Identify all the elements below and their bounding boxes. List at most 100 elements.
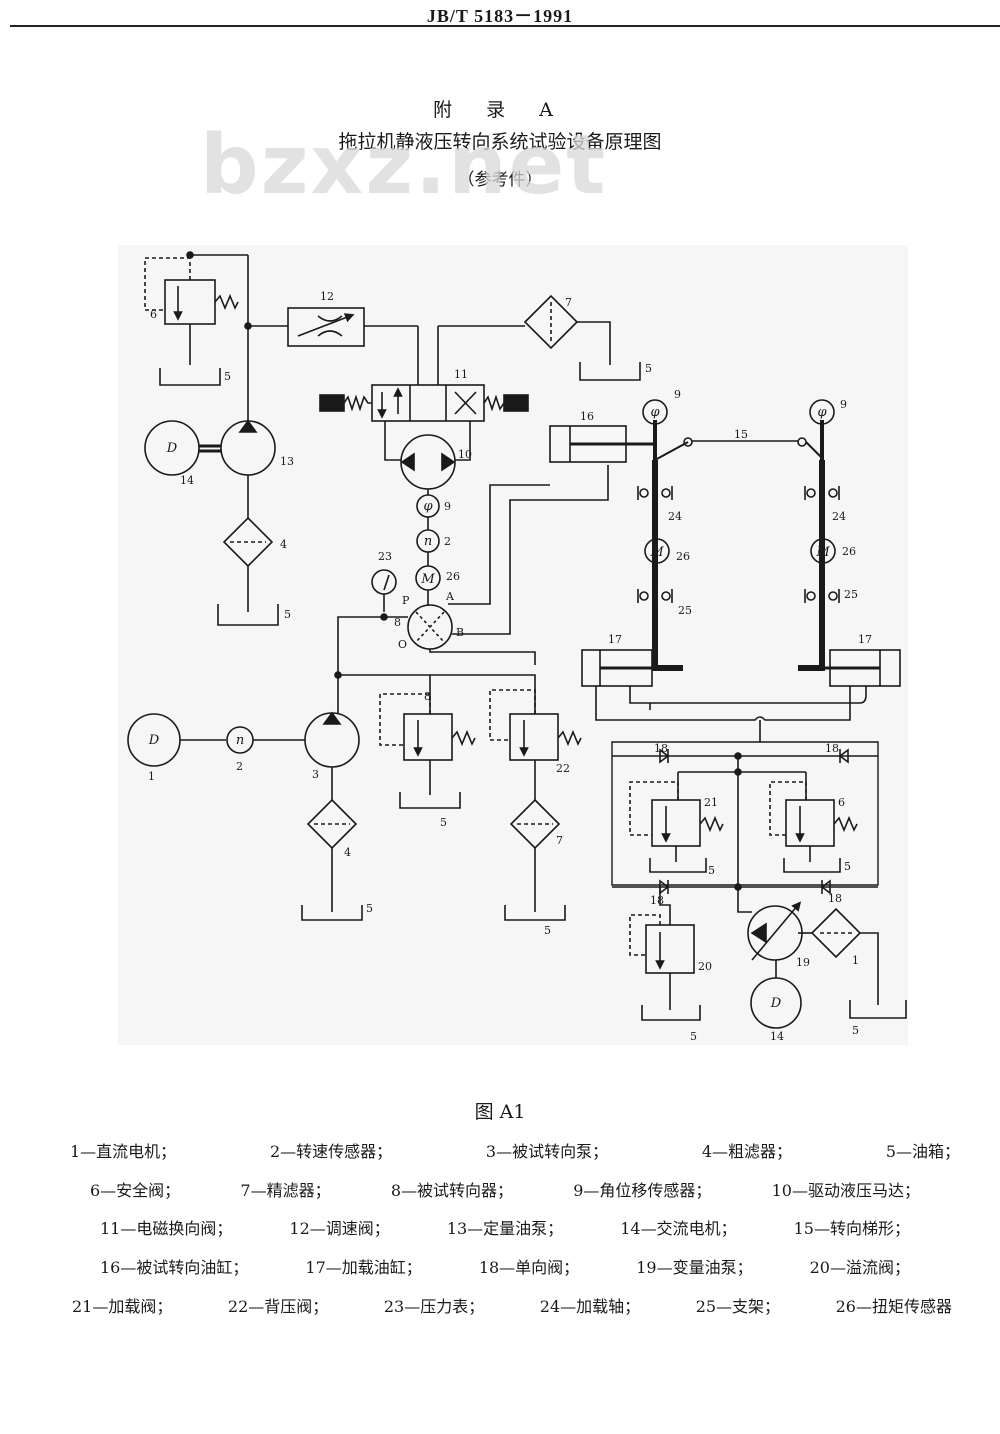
page-header: JB/T 5183－1991 (0, 0, 1000, 30)
label-17a: 17 (608, 633, 622, 646)
label-4a: 4 (280, 538, 287, 551)
label-5g: 5 (852, 1024, 859, 1037)
label-9c: 9 (840, 398, 847, 411)
standard-code: JB/T 5183－1991 (426, 6, 574, 26)
label-motor-D-b: D (148, 733, 160, 748)
label-1a: 1 (148, 770, 155, 783)
label-18d: 18 (828, 892, 842, 905)
label-2b: 2 (236, 760, 243, 773)
legend-item: 11—电磁换向阀； (100, 1219, 233, 1238)
legend-item: 1—直流电机； (70, 1142, 177, 1161)
label-5j: 5 (366, 902, 373, 915)
label-21: 21 (704, 796, 718, 809)
torque-sensor-26-c (810, 538, 836, 564)
label-25b: 25 (844, 588, 858, 601)
label-22: 22 (556, 762, 570, 775)
label-O: O (398, 638, 407, 651)
legend-item: 4—粗滤器； (701, 1142, 793, 1161)
label-5f: 5 (690, 1030, 697, 1043)
label-B: B (456, 626, 464, 639)
legend-item: 9—角位移传感器； (573, 1181, 712, 1200)
legend-row-5: 21—加载阀； 22—背压阀； 23—压力表； 24—加载轴； 25—支架； 2… (72, 1293, 952, 1317)
label-6a: 6 (150, 308, 157, 321)
tank-5-b (217, 604, 279, 626)
label-24a: 24 (668, 510, 682, 523)
label-19: 19 (796, 956, 810, 969)
legend-item: 5—油箱； (885, 1142, 960, 1161)
tank-5-h (399, 792, 461, 809)
tank-5-g (849, 1000, 907, 1019)
legend-item: 25—支架； (695, 1297, 781, 1316)
label-n-b: n (236, 733, 244, 748)
label-4b: 4 (344, 846, 351, 859)
label-8a: 8 (394, 616, 401, 629)
label-11a: 11 (454, 368, 468, 381)
label-14a: 14 (180, 474, 194, 487)
label-26a: 26 (446, 570, 460, 583)
label-motor-D-c: D (770, 996, 782, 1011)
label-2a: 2 (444, 535, 451, 548)
tank-5-c (579, 362, 641, 381)
legend-item: 8—被试转向器； (390, 1181, 513, 1200)
label-20: 20 (698, 960, 712, 973)
legend-item: 18—单向阀； (478, 1258, 580, 1277)
label-5c: 5 (284, 608, 291, 621)
label-25a: 25 (678, 604, 692, 617)
legend-item: 20—溢流阀； (809, 1258, 910, 1277)
label-phi-a: φ (423, 499, 433, 514)
label-17b: 17 (858, 633, 872, 646)
legend-item: 22—背压阀； (227, 1297, 329, 1316)
legend-item: 24—加载轴； (539, 1297, 641, 1316)
label-24b: 24 (832, 510, 846, 523)
angle-sensor-9-b (642, 399, 668, 425)
label-7b: 7 (556, 834, 563, 847)
load-valve-21 (629, 781, 724, 847)
legend-item: 3—被试转向泵； (485, 1142, 609, 1161)
label-5b: 5 (645, 362, 652, 375)
label-9a: 9 (444, 500, 451, 513)
tank-5-i (504, 905, 566, 921)
label-18a: 18 (654, 742, 668, 755)
legend-row-1: 1—直流电机； 2—转速传感器； 3—被试转向泵； 4—粗滤器； 5—油箱； (70, 1138, 960, 1162)
header-rule (10, 25, 1000, 27)
speed-control-valve-12 (287, 307, 365, 347)
safety-valve-6-mid (379, 693, 476, 761)
legend-item: 19—变量油泵； (636, 1258, 753, 1277)
tank-5-a (159, 368, 221, 386)
label-1b: 1 (852, 954, 859, 967)
legend-item: 23—压力表； (383, 1297, 485, 1316)
legend-item: 7—精滤器； (240, 1181, 331, 1200)
ac-motor-14-b (750, 977, 802, 1029)
label-n-a: n (424, 534, 432, 549)
tank-5-d (649, 858, 707, 873)
ac-motor-14 (144, 420, 221, 476)
label-M-a: M (420, 572, 435, 587)
support-25-a (637, 589, 673, 603)
legend-item: 21—加载阀； (72, 1297, 173, 1316)
watermark: bzxz.net (200, 118, 608, 213)
label-A: A (445, 590, 455, 603)
label-P: P (402, 594, 410, 607)
label-phi-c: φ (817, 405, 827, 420)
legend-item: 6—安全阀； (90, 1181, 181, 1200)
legend-item: 14—交流电机； (620, 1219, 737, 1238)
label-18b: 18 (825, 742, 839, 755)
solenoid-valve-11 (319, 384, 529, 422)
label-5e: 5 (844, 860, 851, 873)
label-M-b: M (649, 545, 664, 560)
load-cylinder-17-left (581, 649, 683, 687)
load-shaft-24-b (804, 486, 840, 500)
figure-caption: 图 A1 (474, 1101, 526, 1123)
label-12: 12 (320, 290, 334, 303)
label-26b: 26 (676, 550, 690, 563)
label-18c: 18 (650, 894, 664, 907)
legend-item: 16—被试转向油缸； (100, 1258, 249, 1277)
label-10: 10 (458, 448, 472, 461)
tank-5-e (783, 858, 841, 873)
legend-row-4: 16—被试转向油缸； 17—加载油缸； 18—单向阀； 19—变量油泵； 20—… (100, 1254, 910, 1278)
label-5h: 5 (440, 816, 447, 829)
steering-cylinder-16 (549, 425, 655, 463)
label-7a: 7 (565, 296, 572, 309)
torque-sensor-26-b (644, 538, 670, 564)
